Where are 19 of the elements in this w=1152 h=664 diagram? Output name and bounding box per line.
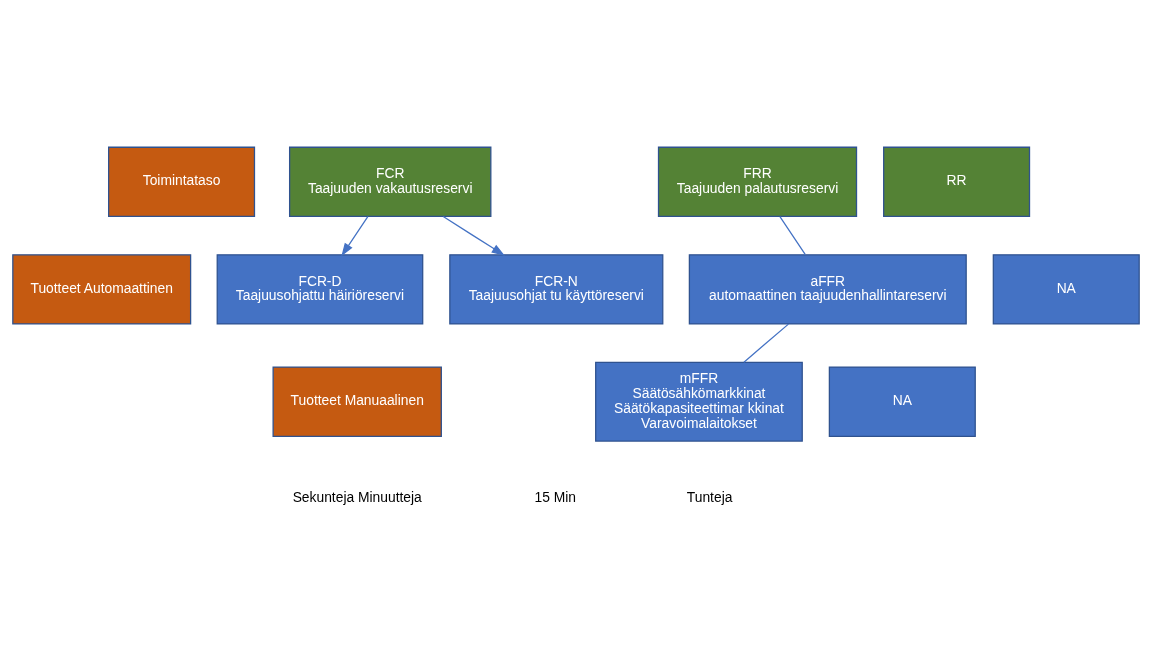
arrow (442, 215, 505, 256)
node-box: FCR Taajuuden vakautusreservi (289, 146, 492, 217)
connector (743, 322, 790, 363)
connector (779, 215, 806, 255)
node-box: FCR-D Taajuusohjattu häiriöreservi (216, 253, 424, 325)
label: Sekunteja Minuutteja (292, 488, 422, 505)
node-box: NA (992, 253, 1140, 325)
node-box: Toimintataso (108, 146, 256, 217)
label: 15 Min (534, 488, 576, 505)
node-box: FCR-N Taajuusohjat tu käyttöreservi (449, 253, 664, 325)
node-box: RR (883, 146, 1031, 217)
node-box: mFFR Säätösähkömarkkinat Säätökapasiteettimar kkinat Varavoimalaitokset (595, 361, 803, 442)
arrow (341, 215, 369, 256)
node-box: Tuotteet Manuaalinen (272, 365, 442, 437)
node-box: aFFR automaattinen taajuudenhallintareservi (688, 253, 967, 325)
label: Tunteja (686, 488, 733, 505)
node-box: Tuotteet Automaattinen (12, 253, 192, 325)
node-box: NA (828, 365, 976, 437)
node-box: FRR Taajuuden palautusreservi (657, 146, 858, 217)
